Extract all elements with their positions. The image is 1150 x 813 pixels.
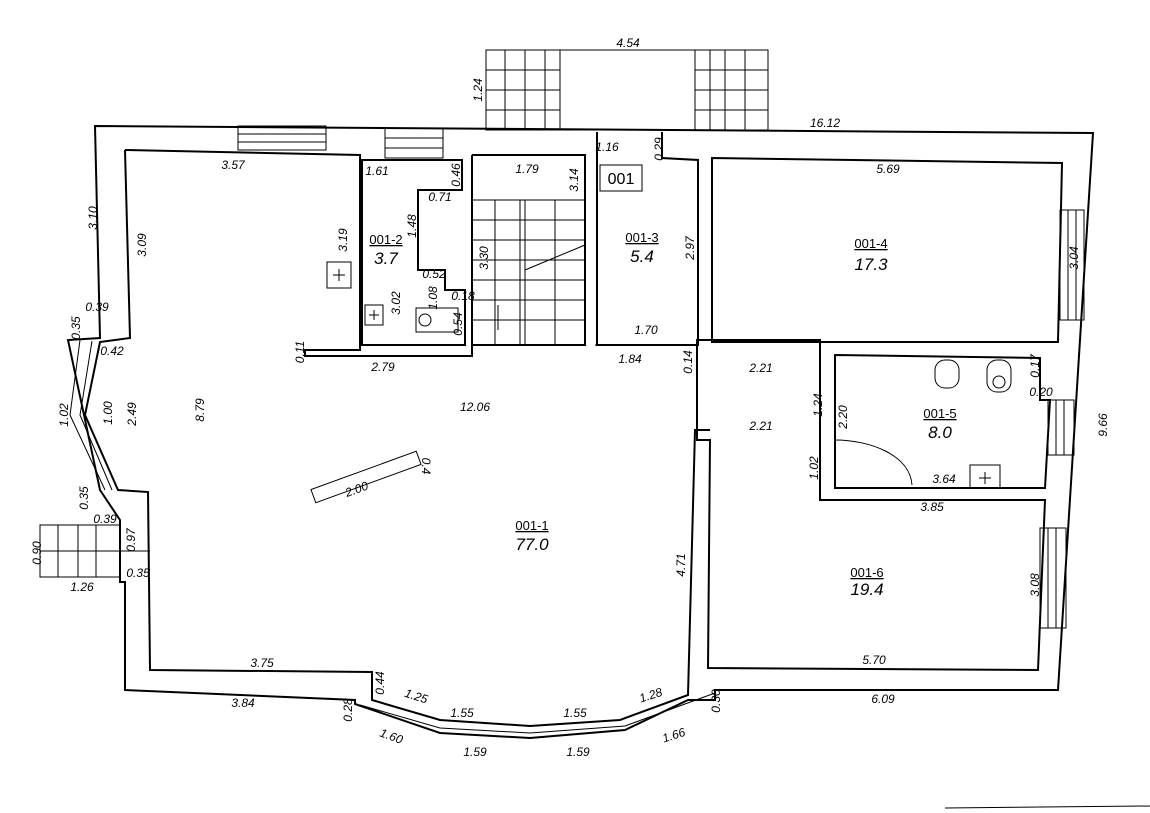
dimension-label: 3.08	[1028, 573, 1042, 597]
plan-number-box	[599, 164, 643, 192]
dimension-label: 0.97	[124, 527, 138, 552]
room-area: 19.4	[850, 580, 883, 599]
dimension-label: 4.54	[616, 36, 640, 50]
dimension-label: 3.84	[231, 696, 255, 710]
dimension-label: 0.11	[293, 341, 307, 363]
dimension-label: 0.35	[126, 566, 150, 580]
dimension-label: 1.55	[563, 706, 587, 720]
plan-number: 001	[608, 171, 635, 188]
dimension-label: 1.84	[618, 352, 642, 366]
dimension-label: 1.28	[637, 685, 664, 706]
interior-walls	[361, 132, 1064, 672]
dimension-label: 1.24	[471, 78, 485, 102]
dimension-label: 2.97	[683, 235, 697, 261]
room-id: 001-4	[854, 236, 887, 251]
dimension-label: 3.30	[477, 246, 491, 270]
dimension-label: 0.29	[652, 137, 666, 161]
dimension-label: 1.48	[405, 214, 419, 238]
windows	[237, 125, 1085, 629]
fixtures	[326, 261, 1012, 489]
dimension-label: 2.79	[370, 360, 395, 374]
dimension-label: 2.49	[125, 402, 139, 427]
dimension-label: 8.79	[193, 398, 207, 422]
dimension-label: 0.35	[77, 486, 91, 510]
dimension-label: 1.70	[634, 323, 658, 337]
dimension-label: 1.02	[57, 403, 71, 427]
dimension-label: 1.02	[807, 456, 821, 480]
dimension-label: 2.20	[836, 405, 850, 430]
dimension-label: 2.00	[342, 479, 370, 501]
dimension-label: 1.25	[403, 686, 430, 707]
dimension-label: 0.90	[30, 541, 44, 565]
dimension-label: 12.06	[460, 400, 490, 414]
room-area: 5.4	[630, 247, 654, 266]
room-area: 77.0	[515, 535, 549, 554]
dimension-label: 0.39	[85, 300, 109, 314]
dimension-label: 1.00	[101, 401, 115, 425]
dimension-label: 3.19	[336, 228, 350, 252]
dimension-label: 9.66	[1096, 413, 1110, 437]
dimension-label: 1.08	[426, 286, 440, 310]
dimension-label: 0.52	[422, 267, 446, 281]
outer-walls	[66, 124, 1095, 740]
dimension-label: 0.4	[419, 458, 433, 475]
dimension-label: 3.10	[86, 206, 100, 230]
dimension-label: 1.61	[365, 164, 388, 178]
dimension-label: 3.75	[250, 656, 274, 670]
dimension-label: 4.71	[674, 553, 688, 576]
dimension-label: 1.59	[463, 745, 487, 759]
dimension-label: 0.54	[451, 312, 465, 336]
dimension-label: 0.20	[1029, 385, 1053, 399]
dimension-label: 1.26	[70, 580, 94, 594]
dimension-label: 3.09	[135, 233, 149, 257]
dimension-label: 1.55	[450, 706, 474, 720]
room-id: 001-3	[625, 230, 658, 245]
dimension-label: 0.17	[1028, 353, 1042, 378]
dimension-label: 3.02	[389, 291, 403, 315]
dimension-label: 0.42	[100, 344, 124, 358]
dimension-label: 3.64	[932, 472, 956, 486]
dimension-label: 3.57	[221, 158, 246, 172]
dimension-label: 1.24	[811, 393, 825, 417]
room-id: 001-2	[369, 232, 402, 247]
room-area: 8.0	[928, 423, 952, 442]
dimension-label: 3.04	[1067, 246, 1081, 270]
dimension-label: 3.14	[567, 168, 581, 192]
dimension-label: 0.14	[681, 350, 695, 374]
room-id: 001-6	[850, 565, 883, 580]
dimension-label: 1.16	[595, 140, 619, 154]
dimension-label: 0.39	[93, 512, 117, 526]
dimension-label: 2.21	[748, 361, 772, 375]
room-area: 3.7	[374, 249, 398, 268]
dimension-label: 6.09	[871, 692, 895, 706]
dimension-label: 3.85	[920, 500, 944, 514]
dimension-label: 1.79	[515, 162, 539, 176]
dimension-label: 0.46	[449, 163, 463, 187]
dimension-label: 2.21	[748, 419, 772, 433]
room-id: 001-1	[515, 518, 548, 533]
dimension-label: 0.44	[373, 671, 387, 695]
stairs	[39, 49, 769, 578]
dimension-labels: 4.54 1.24 16.12 3.57 1.61 0.46 1.79 3.14…	[30, 36, 1110, 759]
dimension-label: 5.69	[876, 162, 900, 176]
room-labels-list: 001-1 77.0 001-2 3.7 001-3 5.4 001-4 17.…	[369, 230, 956, 599]
room-id: 001-5	[923, 406, 956, 421]
dimension-label: 0.18	[451, 289, 475, 303]
dimension-label: 0.28	[341, 698, 355, 722]
dimension-label: 0.30	[709, 689, 723, 713]
room-area: 17.3	[854, 255, 888, 274]
dimension-label: 1.66	[660, 725, 687, 746]
dimension-label: 16.12	[810, 116, 840, 130]
dimension-label: 0.71	[428, 190, 451, 204]
dimension-label: 1.60	[378, 726, 405, 747]
frame-line	[944, 805, 1150, 809]
dimension-label: 5.70	[862, 653, 886, 667]
dimension-label: 0.35	[69, 316, 83, 340]
dimension-label: 1.59	[566, 745, 590, 759]
